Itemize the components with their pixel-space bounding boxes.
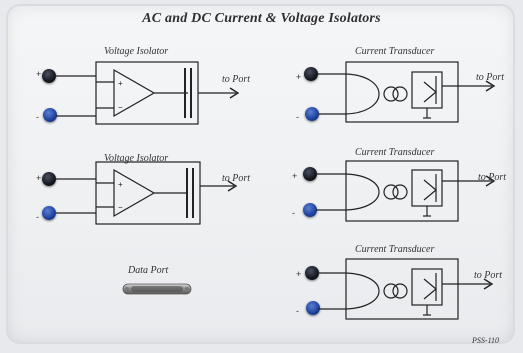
current-transducer-3-output-label: to Port [474, 270, 503, 281]
voltage-isolator-2-label: Voltage Isolator [104, 153, 169, 164]
svg-text:−: − [118, 103, 123, 112]
panel-title: AC and DC Current & Voltage Isolators [142, 11, 381, 26]
current-transducer-1-minus-jack[interactable] [305, 107, 319, 121]
current-transducer-2-schematic [316, 160, 496, 222]
voltage-isolator-1-schematic: + − [56, 61, 240, 125]
current-transducer-3-label: Current Transducer [355, 244, 435, 255]
current-transducer-2-minus-jack[interactable] [303, 203, 317, 217]
voltage-isolator-2-plus-jack[interactable] [42, 172, 56, 186]
voltage-isolator-2-schematic: + − [56, 161, 238, 225]
data-port-label: Data Port [128, 265, 169, 276]
model-number: PSS-110 [472, 336, 499, 345]
current-transducer-1-label: Current Transducer [355, 46, 435, 57]
voltage-isolator-2-output-label: to Port [222, 173, 251, 184]
current-transducer-3-schematic [318, 258, 494, 320]
current-transducer-3-plus-jack[interactable] [305, 266, 319, 280]
voltage-isolator-1-plus-jack[interactable] [42, 69, 56, 83]
current-transducer-1-output-label: to Port [476, 72, 505, 83]
plus-sign: + [296, 269, 302, 279]
plus-sign: + [296, 72, 302, 82]
voltage-isolator-1-minus-jack[interactable] [43, 108, 57, 122]
plus-sign: + [36, 173, 42, 183]
plus-sign: + [292, 171, 298, 181]
minus-sign: - [296, 306, 299, 316]
current-transducer-2-output-label: to Port [478, 172, 507, 183]
svg-text:+: + [118, 79, 123, 88]
isolator-panel [6, 4, 515, 344]
current-transducer-1-plus-jack[interactable] [304, 67, 318, 81]
minus-sign: - [296, 112, 299, 122]
current-transducer-2-plus-jack[interactable] [303, 167, 317, 181]
minus-sign: - [36, 112, 39, 122]
current-transducer-1-schematic [318, 61, 496, 123]
minus-sign: - [36, 212, 39, 222]
data-port-connector[interactable] [121, 282, 193, 296]
svg-text:+: + [118, 180, 123, 189]
plus-sign: + [36, 69, 42, 79]
current-transducer-3-minus-jack[interactable] [306, 301, 320, 315]
voltage-isolator-1-output-label: to Port [222, 74, 251, 85]
current-transducer-2-label: Current Transducer [355, 147, 435, 158]
voltage-isolator-1-label: Voltage Isolator [104, 46, 169, 57]
minus-sign: - [292, 208, 295, 218]
svg-text:−: − [118, 203, 123, 212]
voltage-isolator-2-minus-jack[interactable] [42, 206, 56, 220]
